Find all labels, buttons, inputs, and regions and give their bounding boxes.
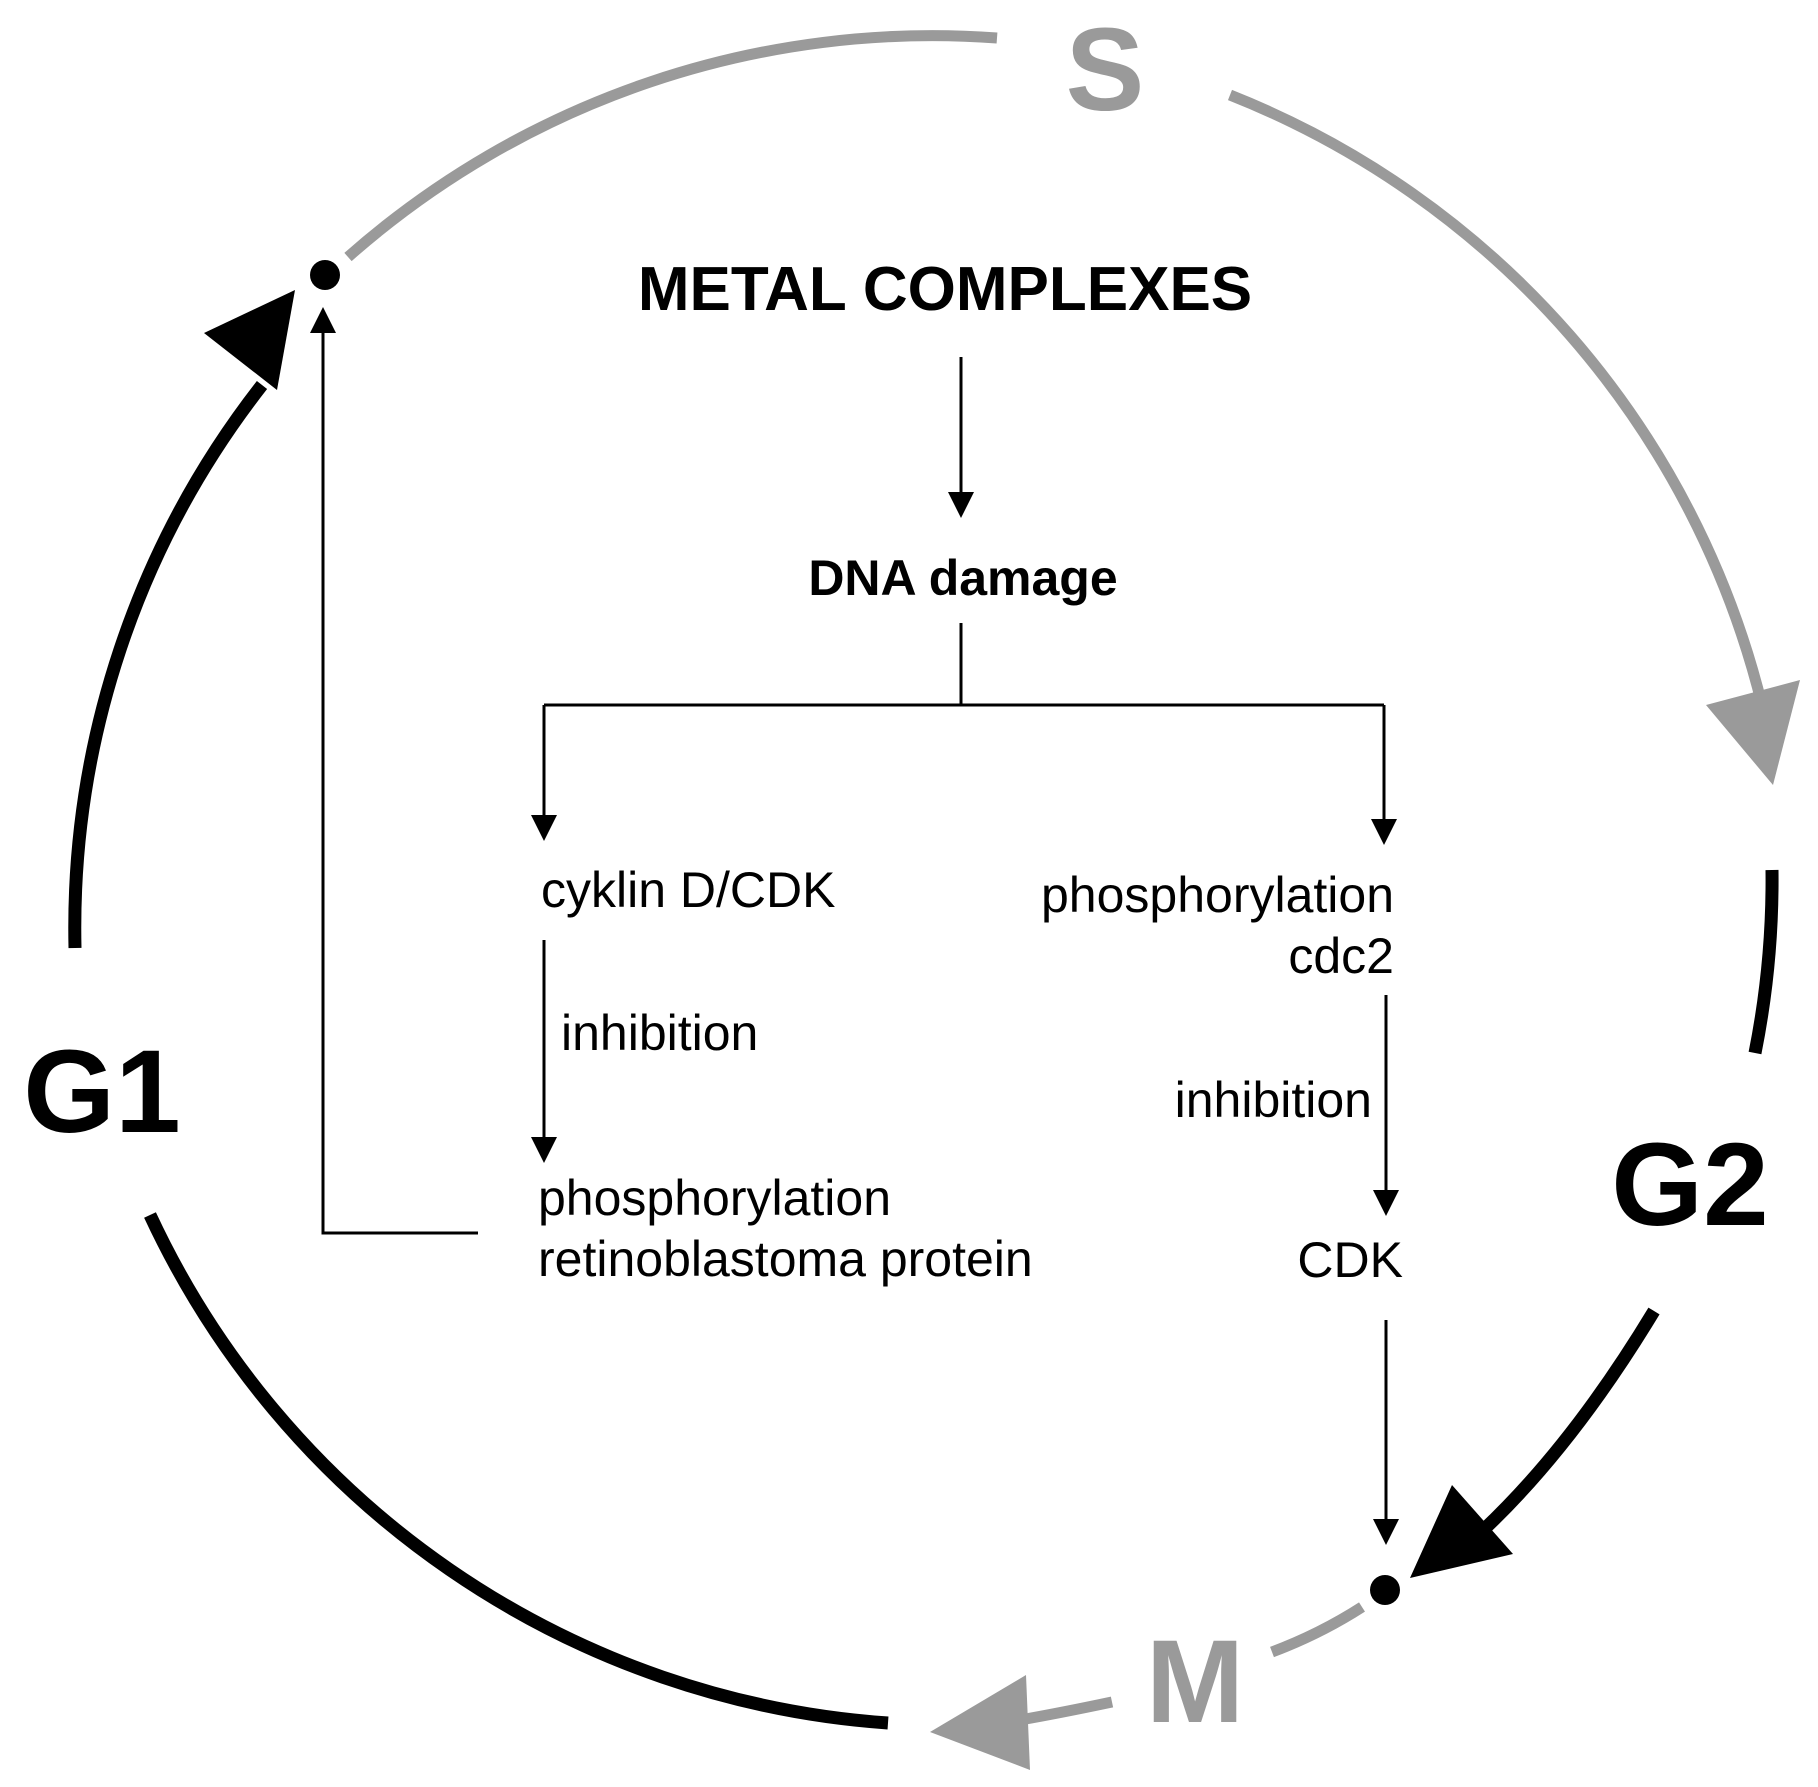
phase-label-s: S [1066,4,1145,136]
g1-s-checkpoint-dot [310,260,340,290]
cdk-to-g2m-arrowhead [1373,1519,1399,1545]
metal-complexes-label: METAL COMPLEXES [638,255,1252,324]
g2-m-checkpoint-dot [1370,1575,1400,1605]
s-phase-arc-right [1227,89,1768,707]
m-to-g1-arrowhead [930,1675,1030,1770]
g2-phase-arc [1748,869,1779,1055]
cyklin-label: cyklin D/CDK [541,862,835,918]
phos-cdc2-line1: phosphorylation [1041,867,1394,923]
s-to-g2-arrowhead [1706,680,1800,785]
retino-to-g1s-arrowhead [310,307,336,333]
m-phase-arc-left [1019,1696,1114,1726]
g2-to-m-arrowhead [1410,1485,1513,1578]
inhibition-right-label: inhibition [1175,1072,1372,1128]
g1-phase-arc-upper [68,380,268,949]
g2-to-m-arc [1473,1307,1660,1540]
g1-to-s-arrowhead [204,290,295,390]
phase-label-g2: G2 [1611,1119,1768,1251]
phos-retino-line1: phosphorylation [538,1170,891,1226]
phos-retino-line2: retinoblastoma protein [538,1231,1033,1287]
inhibition-left-label: inhibition [561,1005,758,1061]
dna-damage-label: DNA damage [808,550,1117,606]
phase-label-g1: G1 [23,1026,180,1158]
retino-to-g1s-feedback-line [321,330,478,1235]
metal-to-dna-arrowhead [948,492,974,518]
cyklin-to-retino-arrowhead [531,1137,557,1163]
cdk-label: CDK [1297,1232,1403,1288]
m-phase-arc-right [1270,1602,1365,1658]
branch-right-arrowhead [1371,819,1397,845]
g1-phase-arc-lower [144,1212,889,1730]
phos-cdc2-line2: cdc2 [1288,928,1394,984]
cdc2-to-cdk-arrowhead [1373,1190,1399,1216]
phase-label-m: M [1146,1616,1244,1748]
s-phase-arc-left [344,30,998,262]
branch-left-arrowhead [531,815,557,841]
